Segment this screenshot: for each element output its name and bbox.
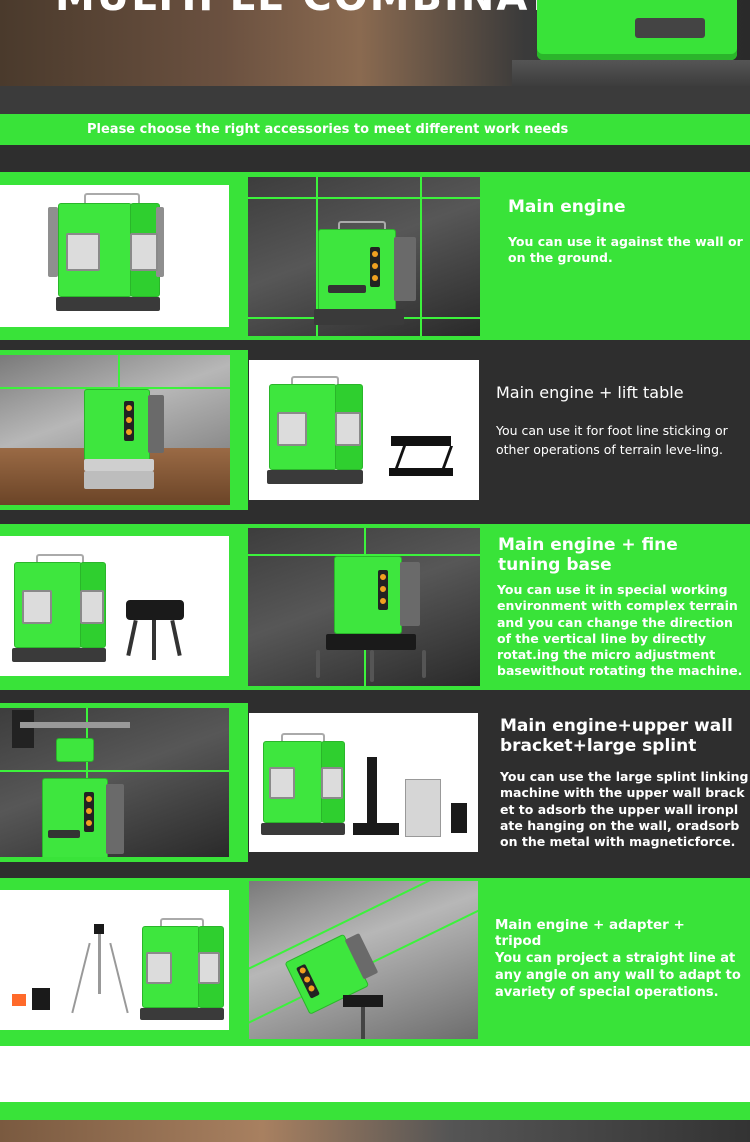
adapter-icon [12, 994, 26, 1006]
photo-adapter-tripod-in-use [249, 881, 478, 1039]
hero-bottom-strip [0, 86, 750, 114]
product-image-wall-bracket-splint [249, 713, 478, 852]
photo-lift-table-in-use [0, 355, 230, 505]
tripod-icon [94, 924, 104, 934]
hero-photo: MULTIPLE COMBINATION [0, 0, 750, 86]
laser-level-device-image [537, 0, 737, 60]
combination-description-4: You can use the large splint linking mac… [500, 769, 749, 849]
combination-description-3: You can use it in special working enviro… [497, 582, 743, 679]
combination-title-3: Main engine + fine tuning base [498, 535, 678, 576]
combination-description-1: You can use it against the wall or on th… [508, 234, 743, 266]
footer-photo-strip [0, 1120, 750, 1142]
lift-table-icon [391, 436, 451, 446]
combination-description-2: You can use it for foot line sticking or… [496, 423, 728, 457]
large-splint-icon [405, 779, 441, 837]
product-image-lift-table [249, 360, 479, 500]
fine-tuning-base-icon [126, 600, 184, 620]
wall-bracket-icon [367, 757, 377, 829]
hero-title: MULTIPLE COMBINATION [55, 0, 644, 20]
banner-text: Please choose the right accessories to m… [87, 122, 569, 137]
combination-title-4: Main engine+upper wall bracket+large spl… [500, 716, 733, 757]
product-image-fine-tuning-base [0, 536, 229, 676]
photo-fine-tuning-base-in-use [248, 528, 480, 686]
combination-description-5: You can project a straight line at any a… [495, 951, 741, 1000]
photo-wall-bracket-in-use [0, 708, 229, 857]
combination-title-2: Main engine + lift table [496, 383, 684, 402]
product-image-main-engine [0, 185, 229, 327]
footer-green-strip [0, 1102, 750, 1120]
combination-title-1: Main engine [508, 197, 626, 217]
combination-title-5: Main engine + adapter + tripod [495, 917, 685, 950]
section-gap [0, 145, 750, 172]
product-image-adapter-tripod [0, 890, 229, 1030]
accessories-banner [0, 114, 750, 145]
footer-white-strip [0, 1046, 750, 1102]
laser-level-icon [48, 193, 166, 319]
photo-main-engine-in-use [248, 177, 480, 336]
